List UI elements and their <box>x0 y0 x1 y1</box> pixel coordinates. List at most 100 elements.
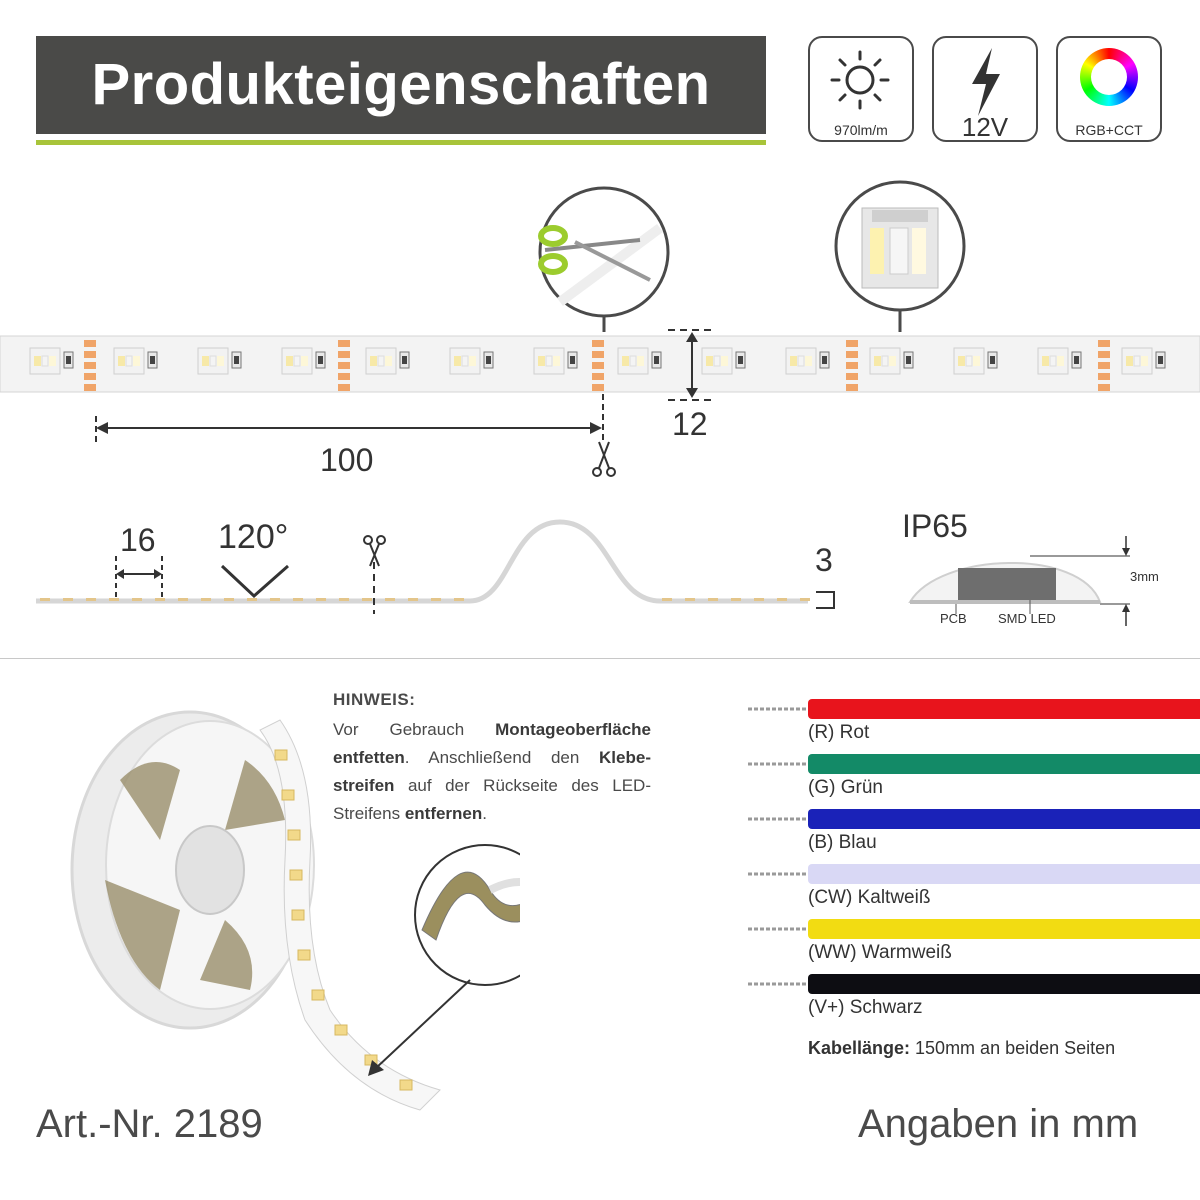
reel-led-chip <box>297 949 311 961</box>
units-note: Angaben in mm <box>858 1102 1139 1146</box>
wire-3 <box>748 809 1200 829</box>
section-divider <box>0 658 1200 659</box>
led-chip-side <box>178 598 188 601</box>
spec-voltage: 12V <box>932 36 1038 142</box>
led-chip-side <box>662 598 672 601</box>
reel-led-chip <box>311 989 325 1001</box>
led-chip-side <box>362 598 372 601</box>
led-chip <box>29 347 61 375</box>
led-chip-side <box>454 598 464 601</box>
ip65-profile-diagram <box>908 536 1130 626</box>
resistor <box>987 351 998 369</box>
sun-icon <box>830 50 890 110</box>
smd-led-label: SMD LED <box>998 611 1056 626</box>
resistor <box>63 351 74 369</box>
resistor <box>399 351 410 369</box>
ip-rating-label: IP65 <box>902 508 968 544</box>
led-chip <box>785 347 817 375</box>
note-emphasis: Klebe-streifen <box>333 748 651 795</box>
led-chip <box>869 347 901 375</box>
strip-width-label: 12 <box>672 406 708 442</box>
lightning-icon <box>972 48 1000 116</box>
resistor <box>147 351 158 369</box>
led-chip <box>533 347 565 375</box>
spec-lumen: 970lm/m <box>808 36 914 142</box>
led-chip <box>365 347 397 375</box>
led-chip-side <box>86 598 96 601</box>
led-chip-side <box>132 598 142 601</box>
spec-color-label: RGB+CCT <box>1075 122 1143 138</box>
note-body: Vor Gebrauch Montageoberfläche entfetten… <box>333 716 651 828</box>
title-bar <box>36 36 766 134</box>
led-chip-side <box>109 598 119 601</box>
note-emphasis: entfernen <box>404 804 483 823</box>
led-chip-side <box>754 598 764 601</box>
page-title: Produkteigenschaften <box>91 52 711 117</box>
led-chip-side <box>685 598 695 601</box>
beam-angle-label: 120° <box>218 518 289 556</box>
note-text: . Anschließend den <box>404 748 600 767</box>
led-pitch-label: 16 <box>120 522 156 558</box>
cable-length-value: 150mm an beiden Seiten <box>910 1038 1116 1058</box>
led-chip <box>281 347 313 375</box>
cable-length-label: Kabellänge: <box>808 1038 911 1058</box>
led-chip-side <box>270 598 280 601</box>
reel-led-chip <box>399 1079 413 1091</box>
resistor <box>735 351 746 369</box>
wire-1 <box>748 699 1200 719</box>
reel-led-chip <box>289 869 303 881</box>
wire-label: (G) Grün <box>808 777 883 798</box>
title-underline <box>36 140 766 145</box>
note-text: Vor Gebrauch <box>333 720 496 739</box>
led-chip-side <box>800 598 810 601</box>
reel-led-chip <box>287 829 301 841</box>
led-chip-side <box>224 598 234 601</box>
led-chip-side <box>63 598 73 601</box>
led-chip-side <box>293 598 303 601</box>
resistor <box>903 351 914 369</box>
resistor <box>1071 351 1082 369</box>
led-chip <box>701 347 733 375</box>
note-text: . <box>482 804 488 823</box>
resistor <box>1155 351 1166 369</box>
led-chip-side <box>339 598 349 601</box>
wire-label: (WW) Warmweiß <box>808 942 952 963</box>
wire-2 <box>748 754 1200 774</box>
resistor <box>315 351 326 369</box>
reel-led-chip <box>334 1024 348 1036</box>
scissors-icon <box>592 441 616 477</box>
reel-led-chip <box>274 749 288 761</box>
cut-interval-label: 100 <box>320 442 374 478</box>
led-chip-side <box>155 598 165 601</box>
led-reel-illustration <box>70 710 520 1111</box>
spec-voltage-label: 12V <box>961 112 1009 142</box>
pcb-label: PCB <box>940 611 967 626</box>
article-number: Art.-Nr. 2189 <box>36 1102 263 1146</box>
scissors-icon <box>363 535 386 567</box>
led-chip <box>113 347 145 375</box>
led-chip-side <box>40 598 50 601</box>
led-chip-side <box>431 598 441 601</box>
resistor <box>231 351 242 369</box>
side-profile-diagram <box>36 519 835 614</box>
led-chip-side <box>385 598 395 601</box>
wire-4 <box>748 864 1200 884</box>
wire-5 <box>748 919 1200 939</box>
wire-6 <box>748 974 1200 994</box>
resistor <box>819 351 830 369</box>
led-chip-side <box>201 598 211 601</box>
profile-height-label: 3mm <box>1130 569 1159 584</box>
reel-led-chip <box>291 909 305 921</box>
led-chip <box>617 347 649 375</box>
resistor <box>483 351 494 369</box>
led-chip-side <box>247 598 257 601</box>
led-chip <box>197 347 229 375</box>
spec-color: RGB+CCT <box>1056 36 1162 142</box>
led-chip-side <box>408 598 418 601</box>
led-chip-side <box>708 598 718 601</box>
note-title: HINWEIS: <box>333 690 416 709</box>
note-emphasis: Montageoberfläche entfetten <box>333 720 651 767</box>
note-text: auf der Rückseite des LED-Streifens <box>333 776 651 823</box>
led-chip <box>1121 347 1153 375</box>
cut-detail-circle <box>538 186 670 332</box>
